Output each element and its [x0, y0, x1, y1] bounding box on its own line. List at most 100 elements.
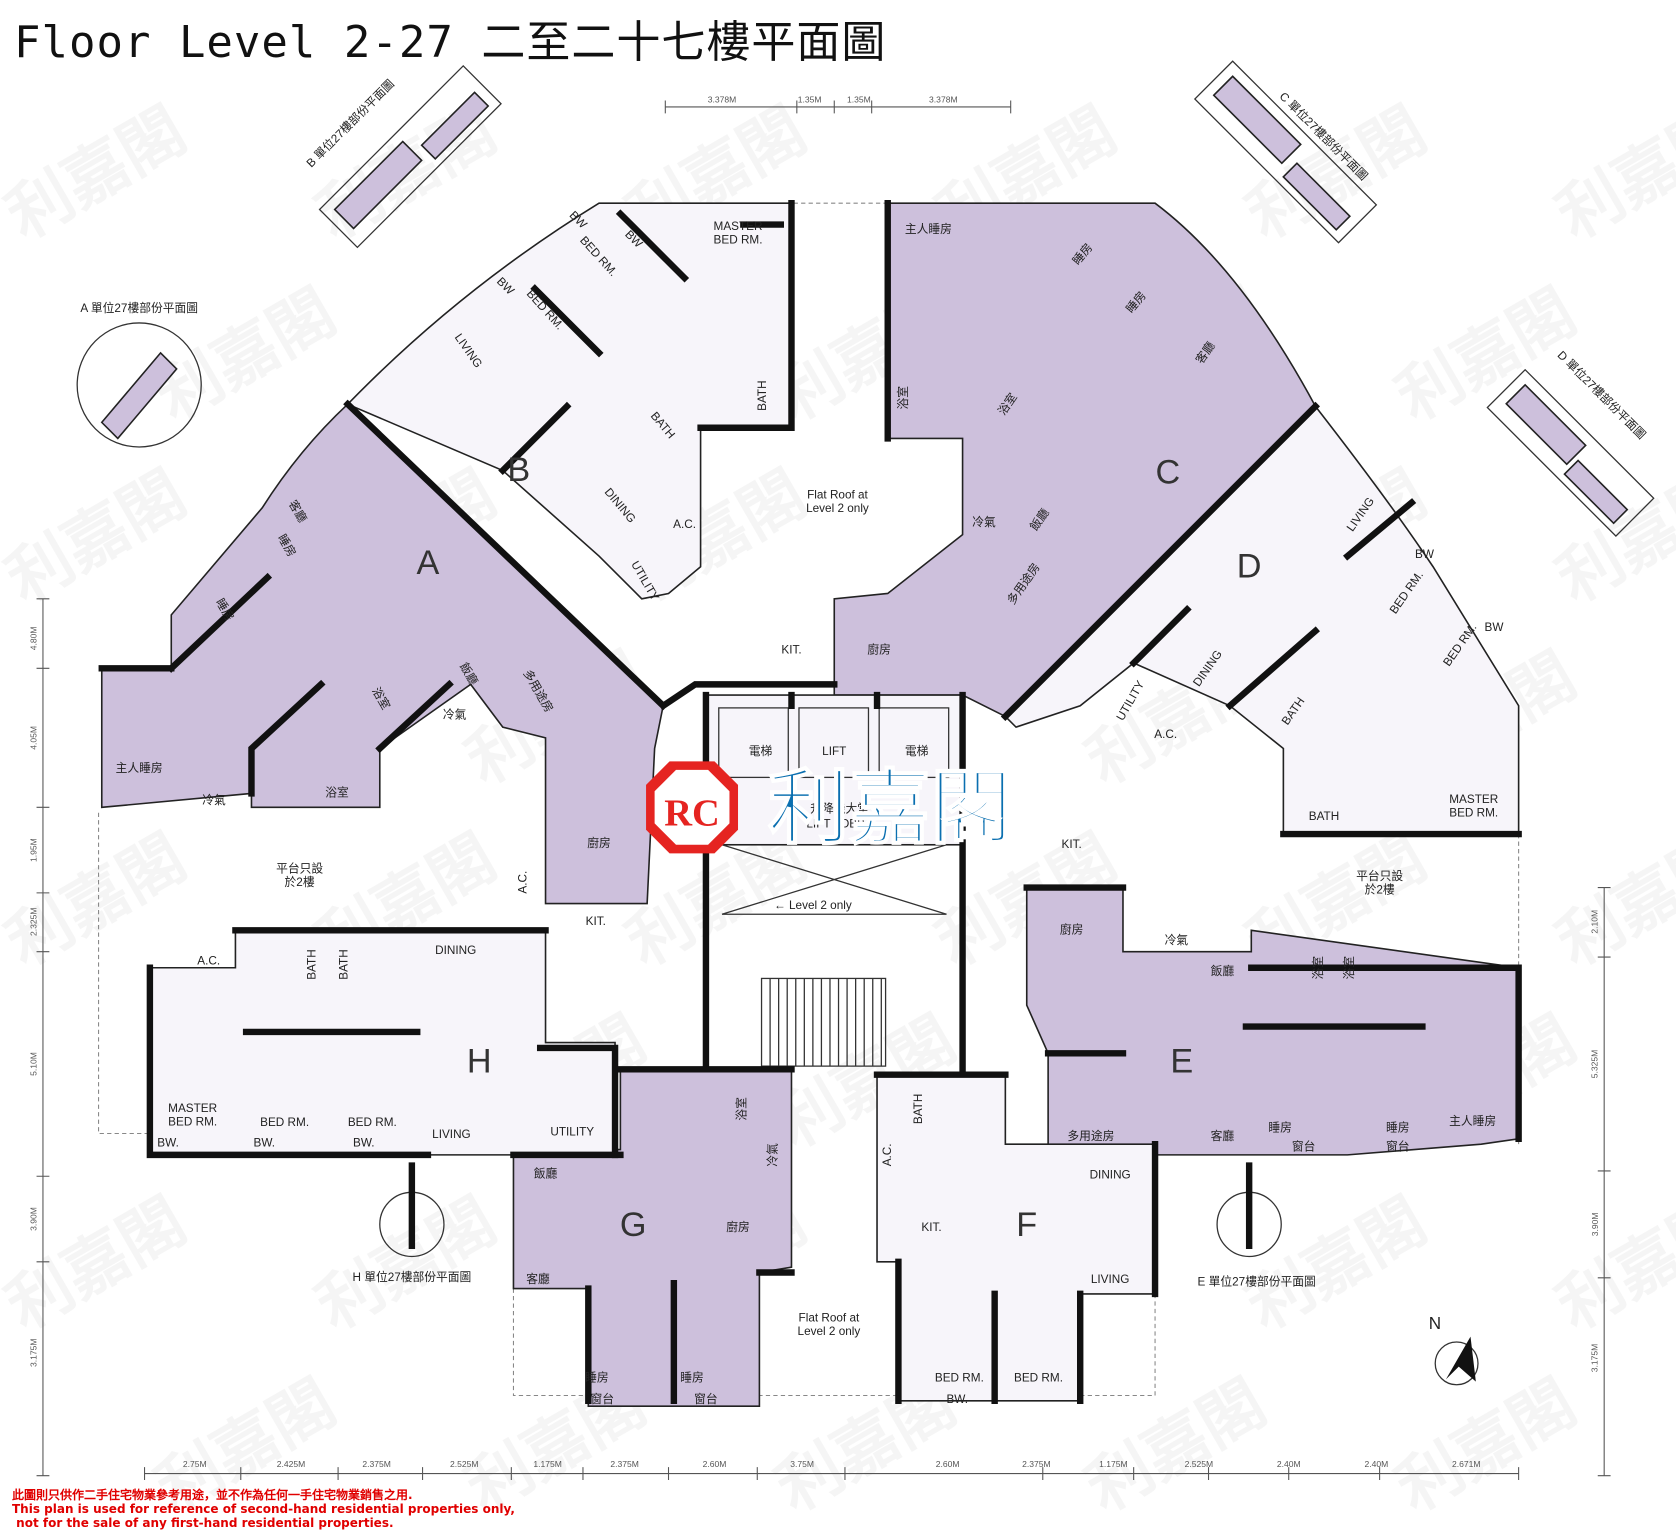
room-label: 浴室 — [735, 1097, 749, 1121]
room-label: 睡房 — [1268, 1121, 1292, 1134]
core — [702, 691, 966, 1073]
room-label: BATH — [306, 949, 319, 979]
dimension-left: 4.80M — [29, 627, 39, 651]
room-label: 冷氣 — [202, 793, 226, 807]
unit-letter-F: F — [1016, 1206, 1037, 1244]
room-label: 廚房 — [587, 836, 611, 850]
watermark-text: 利嘉閣 — [0, 94, 197, 253]
walls — [98, 199, 1522, 1405]
dimension-left: 2.325M — [29, 908, 39, 937]
lift-label: 電梯 — [749, 745, 773, 758]
room-label: 廚房 — [867, 642, 891, 656]
logo-mark: RC — [664, 793, 720, 835]
room-label: 睡房 — [680, 1372, 704, 1385]
dimension-top: 3.378M — [708, 95, 737, 105]
lift-lobby-en: LIFT LOBBY — [806, 818, 873, 831]
room-label: DINING — [435, 944, 476, 957]
room-label: 浴室 — [1342, 956, 1356, 980]
dimension-right: 3.175M — [1590, 1344, 1600, 1373]
watermark-text: 利嘉閣 — [1545, 1185, 1676, 1344]
room-label: 睡房 — [1386, 1121, 1410, 1134]
disclaimer: 此圖則只供作二手住宅物業參考用途，並不作為任何一手住宅物業銷售之用. This … — [12, 1488, 515, 1530]
room-label: BATH — [756, 380, 769, 410]
dimension-bottom: 2.60M — [936, 1459, 960, 1469]
dimension-bottom: 2.75M — [183, 1459, 207, 1469]
room-label: LIVING — [432, 1128, 471, 1141]
room-label: BED RM. — [1014, 1372, 1063, 1385]
watermark-text: 利嘉閣 — [1545, 458, 1676, 617]
dimension-left: 4.05M — [29, 726, 39, 750]
dimension-bottom: 2.375M — [610, 1459, 639, 1469]
disclaimer-zh: 此圖則只供作二手住宅物業參考用途，並不作為任何一手住宅物業銷售之用. — [12, 1488, 413, 1502]
unit-A[interactable] — [100, 403, 665, 905]
room-label: 冷氣 — [766, 1143, 780, 1167]
lift-lobby-zh: 升降機大堂 — [810, 802, 869, 816]
north-label: N — [1429, 1314, 1441, 1333]
dimension-ticks — [36, 100, 1611, 1480]
room-label: 冷氣 — [1165, 933, 1189, 947]
disclaimer-en-1: This plan is used for reference of secon… — [12, 1502, 515, 1516]
lift-label: LIFT — [822, 745, 846, 758]
dimension-bottom: 2.671M — [1452, 1459, 1481, 1469]
unit-letter-H: H — [467, 1043, 492, 1081]
dimension-bottom: 2.40M — [1277, 1459, 1301, 1469]
dimension-bottom: 2.60M — [703, 1459, 727, 1469]
dimension-right: 5.325M — [1590, 1050, 1600, 1079]
dimension-bottom: 2.525M — [450, 1459, 479, 1469]
room-label: 睡房 — [585, 1372, 609, 1385]
partial-plan-label: H 單位27樓部份平面圖 — [352, 1270, 471, 1284]
dimension-left: 5.10M — [29, 1052, 39, 1076]
room-label: 浴室 — [896, 386, 910, 410]
dimension-bottom: 2.425M — [277, 1459, 306, 1469]
dimension-bottom: 2.375M — [1022, 1459, 1051, 1469]
partial-plan-label: A 單位27樓部份平面圖 — [80, 301, 198, 315]
dimension-top: 1.35M — [798, 95, 822, 105]
room-label: BW. — [353, 1136, 375, 1149]
room-label: 浴室 — [1311, 956, 1325, 980]
room-label: 飯廳 — [1211, 964, 1235, 978]
logo: RC 利嘉閣 — [646, 760, 1013, 857]
room-label: KIT. — [781, 643, 801, 656]
unit-B[interactable] — [346, 202, 793, 600]
dimension-top: 3.378M — [929, 95, 958, 105]
room-label: A.C. — [881, 1143, 894, 1166]
room-label: 客廳 — [526, 1272, 550, 1286]
units — [100, 202, 1520, 1407]
dimension-bottom: 3.75M — [790, 1459, 814, 1469]
watermark-text: 利嘉閣 — [305, 1185, 508, 1344]
unit-D[interactable] — [1004, 405, 1520, 835]
room-label: BATH — [912, 1094, 925, 1124]
room-label: KIT. — [921, 1221, 941, 1234]
room-label: 飯廳 — [534, 1166, 558, 1180]
room-label: 廚房 — [726, 1220, 750, 1234]
north-arrow: N — [1429, 1314, 1479, 1386]
room-label: 主人睡房 — [905, 222, 952, 236]
room-label: UTILITY — [550, 1126, 594, 1139]
dimension-right: 2.10M — [1590, 910, 1600, 934]
room-label: 窗台 — [1386, 1140, 1410, 1154]
room-label: BED RM. — [935, 1372, 984, 1385]
unit-letter-G: G — [620, 1206, 647, 1244]
room-label: BW — [1485, 621, 1505, 634]
watermark-text: 利嘉閣 — [1545, 94, 1676, 253]
partial-plans — [76, 60, 1655, 1258]
unit-letter-C: C — [1156, 453, 1181, 491]
flat-roof-note-zh: 平台只設於2樓 — [1356, 869, 1403, 897]
room-label: BED RM. — [260, 1116, 309, 1129]
room-label: BW. — [946, 1393, 968, 1406]
room-label: 冷氣 — [972, 515, 996, 529]
watermark-text: 利嘉閣 — [0, 458, 197, 617]
dimension-left: 3.175M — [29, 1338, 39, 1367]
room-label: A.C. — [1154, 728, 1177, 741]
dimension-left: 1.95M — [29, 838, 39, 862]
dimension-bottom: 1.175M — [1099, 1459, 1128, 1469]
dimension-lines — [42, 106, 1605, 1476]
room-label: 廚房 — [1060, 923, 1084, 937]
lift-label: 電梯 — [905, 745, 929, 758]
unit-C[interactable] — [833, 202, 1317, 718]
dimension-bottom: 2.40M — [1365, 1459, 1389, 1469]
